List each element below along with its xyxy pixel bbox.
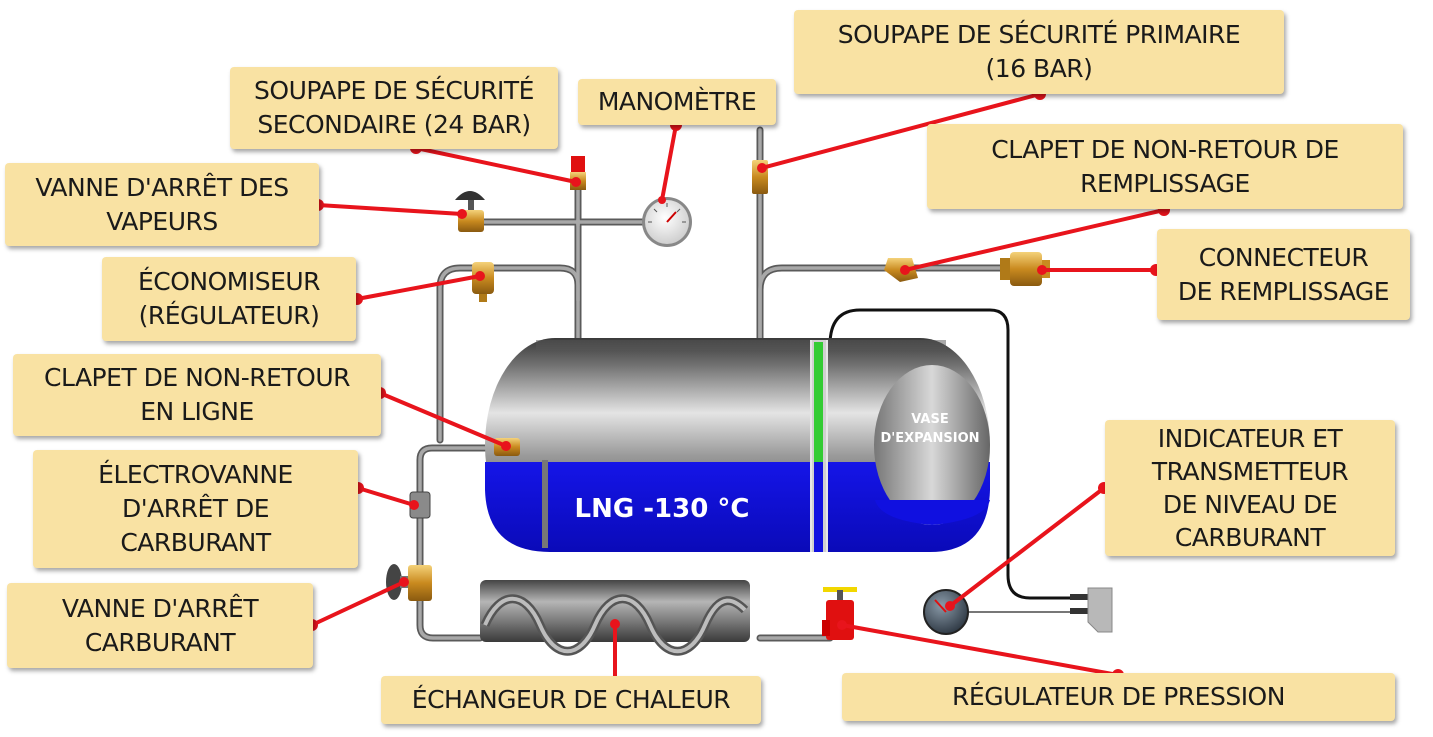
lng-tank: LNG -130 °C VASE D'EXPANSION bbox=[485, 338, 990, 552]
label-pressure-regulator: RÉGULATEUR DE PRESSION bbox=[842, 673, 1395, 721]
pressure-regulator-icon bbox=[822, 587, 857, 640]
expansion-vessel-label-1: VASE bbox=[911, 412, 948, 427]
economizer-icon bbox=[472, 262, 494, 302]
label-fuel-solenoid-valve: ÉLECTROVANNE D'ARRÊT DE CARBURANT bbox=[33, 450, 358, 568]
heat-exchanger bbox=[480, 580, 750, 656]
label-pressure-gauge: MANOMÈTRE bbox=[578, 79, 776, 125]
leader-lines bbox=[310, 92, 1166, 688]
label-secondary-safety-valve: SOUPAPE DE SÉCURITÉ SECONDAIRE (24 BAR) bbox=[230, 67, 558, 149]
pressure-gauge-icon bbox=[642, 197, 692, 247]
label-heat-exchanger: ÉCHANGEUR DE CHALEUR bbox=[381, 676, 761, 724]
label-fuel-shutoff-valve: VANNE D'ARRÊT CARBURANT bbox=[7, 583, 313, 668]
fuel-shutoff-valve-icon bbox=[386, 564, 432, 601]
piping bbox=[416, 126, 1092, 642]
expansion-vessel-label-2: D'EXPANSION bbox=[880, 431, 979, 446]
label-inline-check-valve: CLAPET DE NON-RETOUR EN LIGNE bbox=[13, 354, 381, 436]
label-fill-connector: CONNECTEUR DE REMPLISSAGE bbox=[1157, 229, 1410, 320]
tank-content-label: LNG -130 °C bbox=[575, 494, 750, 524]
label-primary-safety-valve: SOUPAPE DE SÉCURITÉ PRIMAIRE (16 BAR) bbox=[794, 10, 1284, 94]
label-fill-check-valve: CLAPET DE NON-RETOUR DE REMPLISSAGE bbox=[927, 124, 1403, 209]
expansion-vessel bbox=[874, 365, 990, 525]
label-economizer: ÉCONOMISEUR (RÉGULATEUR) bbox=[102, 257, 356, 341]
level-transmitter-icon bbox=[1070, 587, 1113, 633]
label-vapor-shutoff-valve: VANNE D'ARRÊT DES VAPEURS bbox=[5, 163, 319, 246]
label-fuel-level-indicator: INDICATEUR ET TRANSMETTEUR DE NIVEAU DE … bbox=[1105, 420, 1395, 556]
